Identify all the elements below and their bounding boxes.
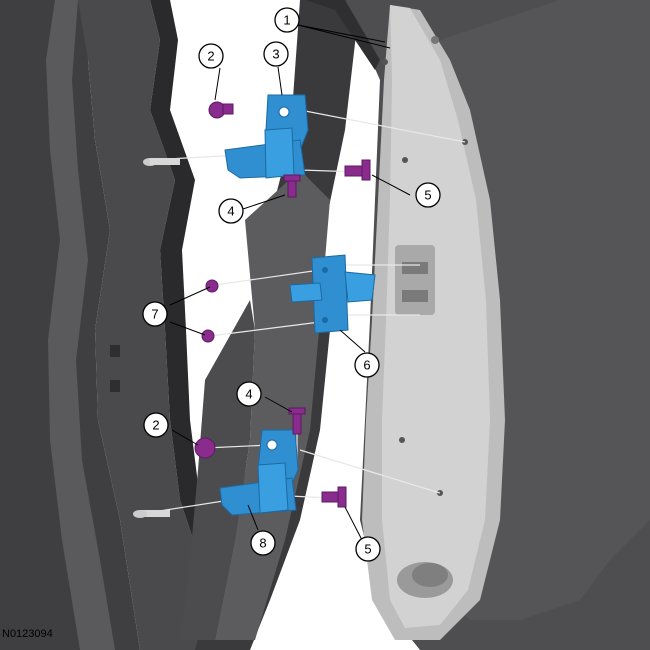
callout-4-lower: 4 xyxy=(236,381,262,407)
lower-fasteners xyxy=(194,407,347,508)
svg-text:3: 3 xyxy=(272,47,279,62)
svg-text:2: 2 xyxy=(207,49,214,64)
svg-text:1: 1 xyxy=(283,13,290,28)
door-check-bracket xyxy=(201,254,376,343)
callout-2-lower: 2 xyxy=(143,412,169,438)
lower-door-hinge xyxy=(133,429,299,518)
callout-4-upper: 4 xyxy=(218,198,244,224)
callout-5-upper: 5 xyxy=(415,182,441,208)
svg-text:4: 4 xyxy=(227,204,234,219)
figure-id-label: N0123094 xyxy=(2,628,53,640)
callout-5-lower: 5 xyxy=(355,536,381,562)
callout-1: 1 xyxy=(274,7,300,33)
svg-text:5: 5 xyxy=(364,542,371,557)
callout-8: 8 xyxy=(250,530,276,556)
svg-text:5: 5 xyxy=(424,188,431,203)
upper-fasteners xyxy=(208,101,371,198)
svg-text:6: 6 xyxy=(363,358,370,373)
svg-text:2: 2 xyxy=(152,418,159,433)
svg-text:7: 7 xyxy=(151,307,158,322)
svg-text:4: 4 xyxy=(245,387,252,402)
callout-7: 7 xyxy=(142,301,168,327)
vehicle-body-pillar xyxy=(0,0,360,650)
svg-text:8: 8 xyxy=(259,536,266,551)
callout-leaders xyxy=(169,24,411,541)
upper-door-hinge xyxy=(143,94,309,179)
callout-2-upper: 2 xyxy=(198,43,224,69)
callout-6: 6 xyxy=(354,352,380,378)
callout-3: 3 xyxy=(263,41,289,67)
